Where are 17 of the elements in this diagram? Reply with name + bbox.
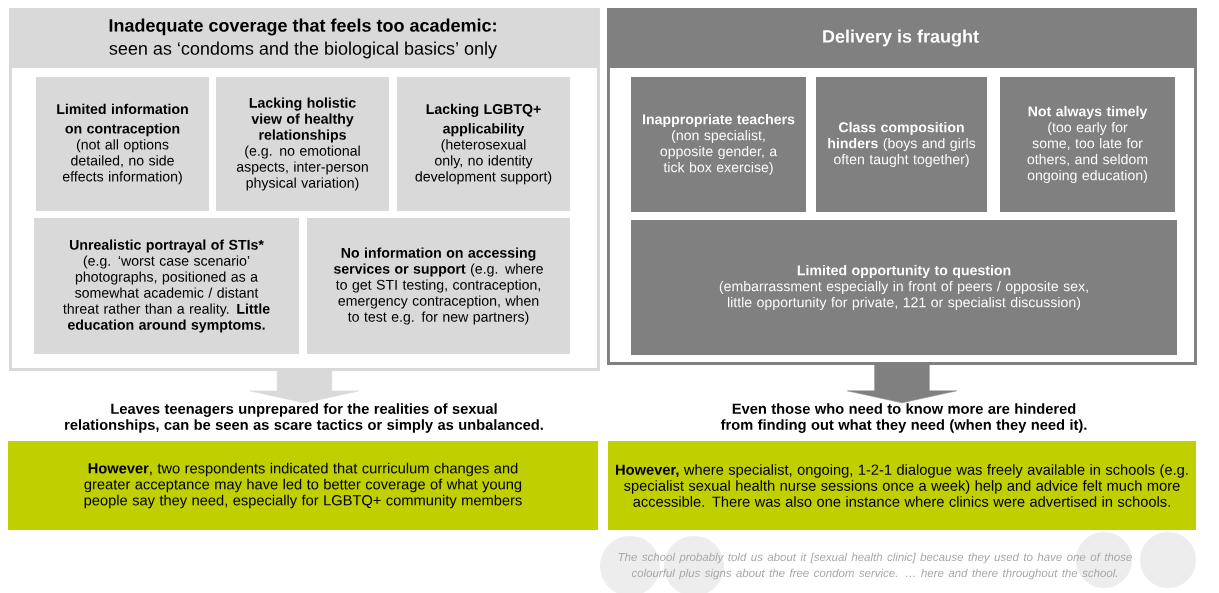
note-box: However, where specialist, ongoing, 1-2-1 dialogue was freely available in schools (e.g. specialist sexual health nurse sessions once a week) help and advice felt much more accessible. There was also one instance where clinics were advertised in schools. bbox=[608, 441, 1196, 530]
quote-text: The school probably told us about it [sexual health clinic] because they used to have one of those colourful plus signs about the free condom service. … here and there throughout the school. bbox=[618, 552, 1132, 580]
finding-box: Limited information on contraception (not all options detailed, no side effects information) bbox=[36, 77, 209, 211]
conclusion-text: Even those who need to know more are hindered from finding out what they need (when they need it). bbox=[720, 403, 1087, 433]
finding-box: Unrealistic portrayal of STIs* (e.g. ‘worst case scenario’ photographs, positioned as a somewhat academic / distant threat rather than a reality. Little education around symptoms. bbox=[34, 218, 299, 354]
panel-heading: Inadequate coverage that feels too academic: bbox=[109, 18, 496, 36]
panel-heading: Delivery is fraught bbox=[823, 29, 979, 47]
conclusion-text: Leaves teenagers unprepared for the realities of sexual relationships, can be seen as scare tactics or simply as unbalanced. bbox=[65, 403, 543, 433]
finding-box: Not always timely (too early for some, too late for others, and seldom ongoing education) bbox=[1000, 77, 1175, 212]
finding-box: Inappropriate teachers (non specialist, opposite gender, a tick box exercise) bbox=[631, 77, 806, 212]
finding-box: Lacking holistic view of healthy relationships (e.g. no emotional aspects, inter-person physical variation) bbox=[216, 77, 389, 211]
panel-subheading: seen as ‘condoms and the biological basics’ only bbox=[109, 41, 497, 59]
finding-box: Class composition hinders (boys and girls often taught together) bbox=[816, 77, 987, 212]
finding-box: Limited opportunity to question (embarrassment especially in front of peers / opposite sex, little opportunity for private, 121 or specialist discussion) bbox=[631, 220, 1177, 355]
finding-box: Lacking LGBTQ+ applicability (heterosexual only, no identity development support) bbox=[397, 77, 570, 211]
finding-box: No information on accessing services or support (e.g. where to get STI testing, contraception, emergency contraception, when to test e.g. for new partners) bbox=[307, 218, 570, 354]
note-box: However, two respondents indicated that curriculum changes and greater acceptance may have led to better coverage of what young people say they need, especially for LGBTQ+ community members bbox=[8, 441, 598, 530]
